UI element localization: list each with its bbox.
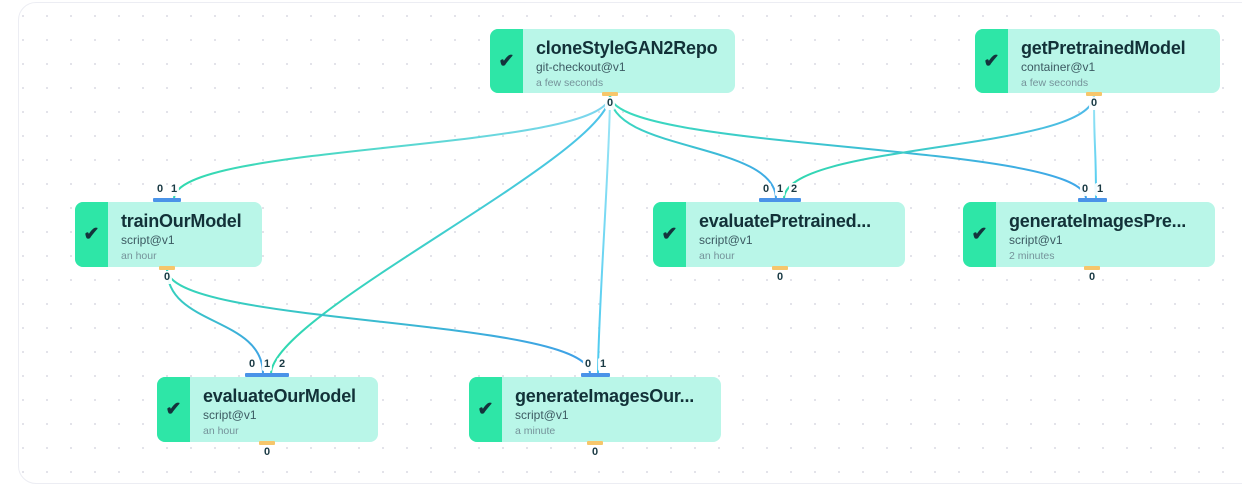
edge-train-our-model-to-evaluate-our-model	[166, 268, 264, 375]
node-step-type: container@v1	[1021, 60, 1096, 74]
status-badge: ✔	[963, 202, 996, 267]
train-our-model-input-port-1[interactable]: 1	[168, 183, 180, 196]
check-icon: ✔	[477, 399, 494, 420]
node-get-pretrained-model[interactable]: ✔ getPretrainedModel container@v1 a few …	[975, 29, 1220, 93]
evaluate-our-model-input-port-2[interactable]: 2	[276, 358, 288, 371]
node-clone-stylegan2-repo[interactable]: ✔ cloneStyleGAN2Repo git-checkout@v1 a f…	[490, 29, 735, 93]
train-our-model-input-port-0[interactable]: 0	[154, 183, 166, 196]
evaluate-pretrained-output-port-0[interactable]: 0	[774, 271, 786, 284]
node-title: getPretrainedModel	[1021, 38, 1186, 58]
edge-clone-stylegan2-repo-to-train-our-model	[173, 94, 611, 200]
node-step-type: script@v1	[515, 408, 569, 422]
check-icon: ✔	[661, 224, 678, 245]
generate-images-pre-output-port-0[interactable]: 0	[1086, 271, 1098, 284]
node-evaluate-pretrained[interactable]: ✔ evaluatePretrained... script@v1 an hou…	[653, 202, 905, 267]
edge-clone-stylegan2-repo-to-generate-images-our	[597, 94, 611, 375]
clone-stylegan2-repo-output-bar[interactable]	[602, 92, 618, 96]
node-duration: an hour	[121, 250, 157, 262]
evaluate-pretrained-input-port-2[interactable]: 2	[788, 183, 800, 196]
node-title: evaluatePretrained...	[699, 211, 871, 231]
node-generate-images-our[interactable]: ✔ generateImagesOur... script@v1 a minut…	[469, 377, 721, 442]
node-duration: an hour	[699, 250, 735, 262]
evaluate-pretrained-input-port-0[interactable]: 0	[760, 183, 772, 196]
get-pretrained-model-output-bar[interactable]	[1086, 92, 1102, 96]
edge-train-our-model-to-generate-images-our	[166, 268, 591, 375]
node-duration: a few seconds	[536, 77, 604, 89]
generate-images-pre-input-bar[interactable]	[1078, 198, 1107, 202]
train-our-model-input-bar[interactable]	[153, 198, 181, 202]
node-step-type: script@v1	[699, 233, 753, 247]
node-duration: a few seconds	[1021, 77, 1089, 89]
generate-images-our-input-port-0[interactable]: 0	[582, 358, 594, 371]
check-icon: ✔	[498, 50, 515, 72]
edge-clone-stylegan2-repo-to-evaluate-pretrained	[609, 94, 777, 200]
status-badge: ✔	[75, 202, 108, 267]
status-badge: ✔	[469, 377, 502, 442]
generate-images-pre-output-bar[interactable]	[1084, 266, 1100, 270]
status-badge: ✔	[653, 202, 686, 267]
node-step-type: script@v1	[203, 408, 257, 422]
generate-images-our-input-port-1[interactable]: 1	[597, 358, 609, 371]
node-step-type: git-checkout@v1	[536, 60, 626, 74]
node-title: trainOurModel	[121, 211, 242, 231]
node-duration: an hour	[203, 425, 239, 437]
node-title: cloneStyleGAN2Repo	[536, 38, 718, 58]
node-step-type: script@v1	[121, 233, 175, 247]
evaluate-pretrained-output-bar[interactable]	[772, 266, 788, 270]
generate-images-pre-input-port-1[interactable]: 1	[1094, 183, 1106, 196]
node-title: generateImagesOur...	[515, 386, 695, 406]
status-badge: ✔	[490, 29, 523, 93]
evaluate-our-model-input-bar[interactable]	[245, 373, 289, 377]
evaluate-our-model-input-port-1[interactable]: 1	[261, 358, 273, 371]
status-badge: ✔	[975, 29, 1008, 93]
edge-clone-stylegan2-repo-to-evaluate-our-model	[270, 94, 611, 375]
node-duration: a minute	[515, 425, 556, 437]
edge-clone-stylegan2-repo-to-generate-images-pre	[609, 94, 1087, 200]
evaluate-our-model-output-bar[interactable]	[259, 441, 275, 445]
generate-images-our-output-bar[interactable]	[587, 441, 603, 445]
evaluate-pretrained-input-bar[interactable]	[759, 198, 801, 202]
generate-images-pre-input-port-0[interactable]: 0	[1079, 183, 1091, 196]
node-evaluate-our-model[interactable]: ✔ evaluateOurModel script@v1 an hour	[157, 377, 378, 442]
train-our-model-output-port-0[interactable]: 0	[161, 271, 173, 284]
check-icon: ✔	[165, 399, 182, 420]
node-generate-images-pre[interactable]: ✔ generateImagesPre... script@v1 2 minut…	[963, 202, 1215, 267]
node-duration: 2 minutes	[1009, 250, 1055, 262]
check-icon: ✔	[983, 50, 1000, 72]
check-icon: ✔	[83, 224, 100, 245]
check-icon: ✔	[971, 224, 988, 245]
node-train-our-model[interactable]: ✔ trainOurModel script@v1 an hour	[75, 202, 262, 267]
evaluate-pretrained-input-port-1[interactable]: 1	[774, 183, 786, 196]
edge-get-pretrained-model-to-generate-images-pre	[1093, 94, 1097, 200]
evaluate-our-model-input-port-0[interactable]: 0	[246, 358, 258, 371]
train-our-model-output-bar[interactable]	[159, 266, 175, 270]
generate-images-our-output-port-0[interactable]: 0	[589, 446, 601, 459]
get-pretrained-model-output-port-0[interactable]: 0	[1088, 97, 1100, 110]
clone-stylegan2-repo-output-port-0[interactable]: 0	[604, 97, 616, 110]
generate-images-our-input-bar[interactable]	[581, 373, 610, 377]
node-step-type: script@v1	[1009, 233, 1063, 247]
evaluate-our-model-output-port-0[interactable]: 0	[261, 446, 273, 459]
node-title: evaluateOurModel	[203, 386, 356, 406]
node-title: generateImagesPre...	[1009, 211, 1187, 231]
status-badge: ✔	[157, 377, 190, 442]
edge-get-pretrained-model-to-evaluate-pretrained	[783, 94, 1095, 200]
